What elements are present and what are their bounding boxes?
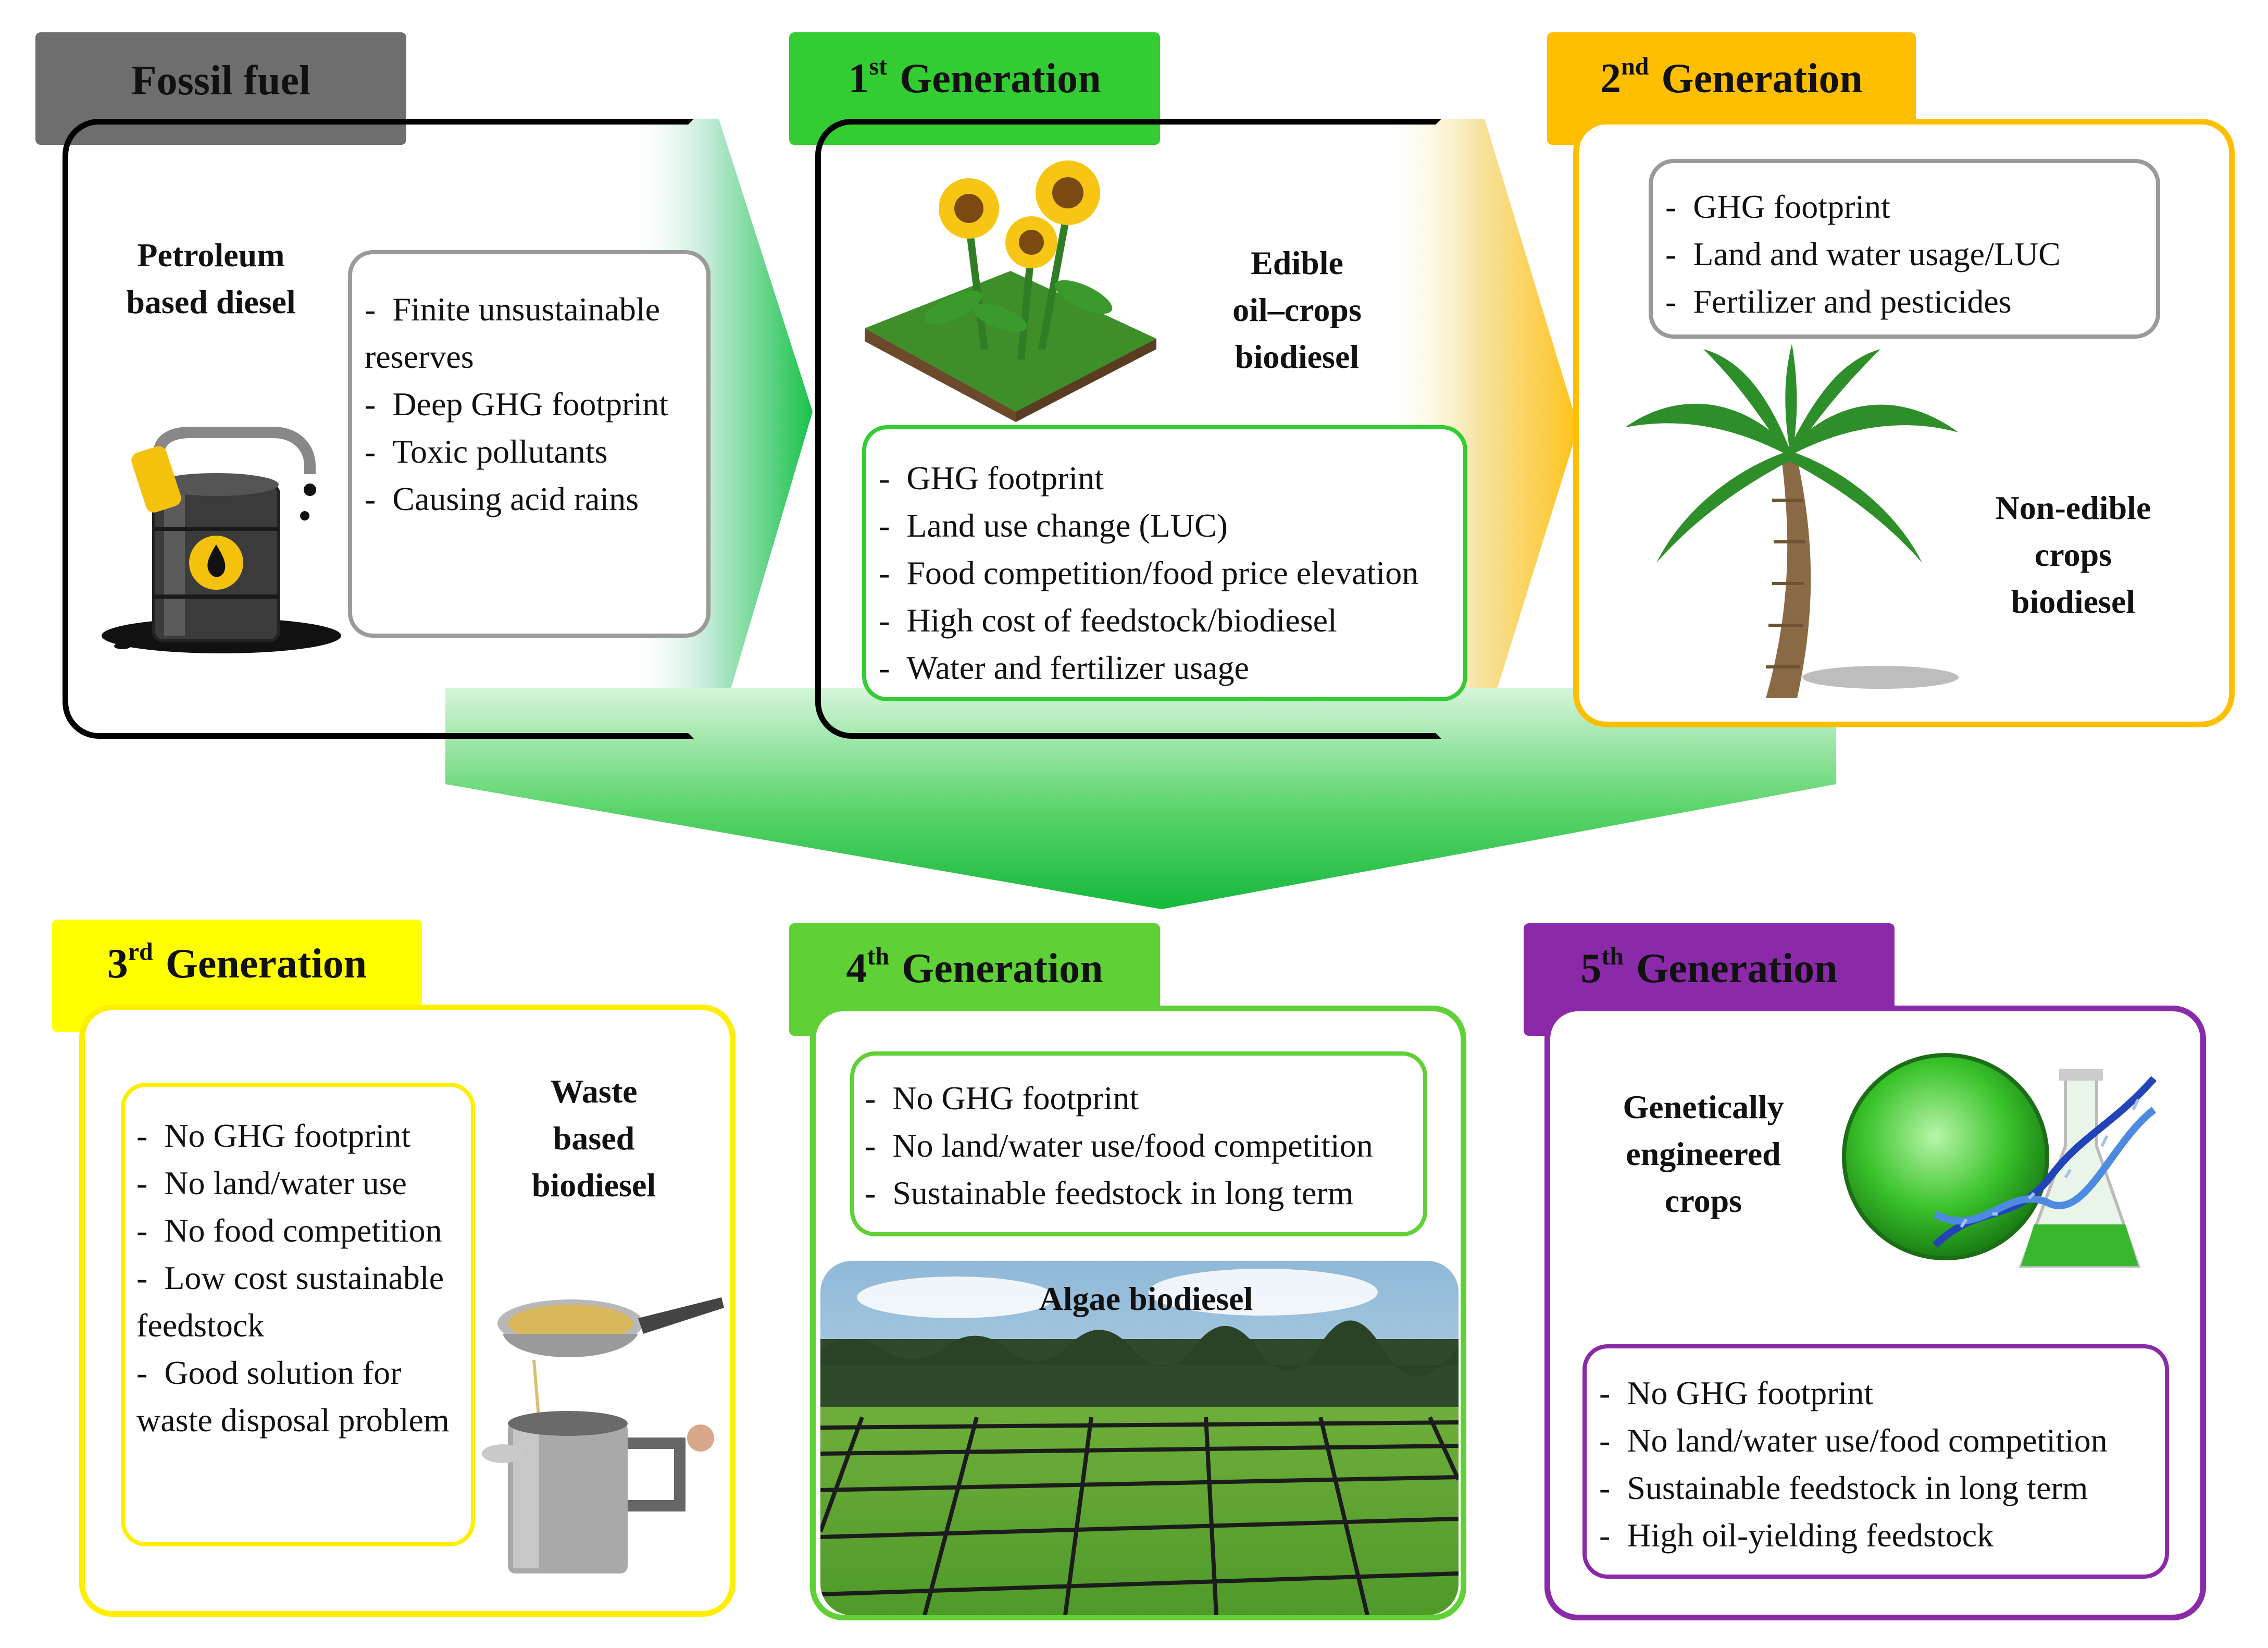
list-item: - Water and fertilizer usage	[879, 649, 1249, 686]
list-item: - Toxic pollutants	[365, 433, 608, 470]
card-fossil-fuel	[63, 119, 694, 739]
dna-flask-icon	[1842, 1053, 2157, 1268]
list-item: - Sustainable feedstock in long term	[865, 1174, 1354, 1211]
oil-barrel-icon	[102, 427, 341, 653]
arrow-down-to-next-generations	[445, 688, 1836, 909]
list-item: - No GHG footprint	[865, 1080, 1139, 1117]
algae-ponds-image	[820, 1261, 1459, 1615]
petroleum-diesel-label: Petroleum based diesel	[126, 237, 296, 320]
palm-tree-icon	[1625, 344, 1959, 698]
list-item: - Causing acid rains	[365, 480, 639, 517]
gen5-benefits-box: - No GHG footprint - No land/water use/f…	[1582, 1344, 2169, 1579]
list-item: - GHG footprint	[1665, 188, 1890, 225]
waste-based-label: Waste based biodiesel	[531, 1073, 656, 1204]
list-item: - Good solution for waste disposal probl…	[136, 1354, 450, 1439]
non-edible-crops-label: Non-edible crops biodiesel	[1995, 489, 2151, 620]
gen1-issues-box: - GHG footprint - Land use change (LUC) …	[862, 425, 1467, 701]
fossil-fuel-title: Fossil fuel	[131, 58, 311, 104]
list-item: - No land/water use/food competition	[865, 1127, 1373, 1164]
list-item: - Finite unsustainable reserves	[365, 291, 661, 375]
gen3-benefits-box: - No GHG footprint - No land/water use -…	[121, 1083, 475, 1546]
list-item: - No food competition	[136, 1212, 442, 1249]
list-item: - Low cost sustainable feedstock	[136, 1259, 444, 1344]
gen4-benefits-box: - No GHG footprint - No land/water use/f…	[850, 1051, 1427, 1236]
edible-oil-crops-label: Edible oil–crops biodiesel	[1232, 244, 1362, 375]
fossil-fuel-issues-box: - Finite unsustainable reserves - Deep G…	[348, 250, 711, 638]
sunflower-icon	[865, 160, 1156, 422]
list-item: - High oil-yielding feedstock	[1599, 1517, 1994, 1554]
list-item: - No land/water use	[136, 1164, 407, 1201]
list-item: - Food competition/food price elevation	[879, 554, 1419, 591]
list-item: - Fertilizer and pesticides	[1665, 283, 2012, 320]
list-item: - Deep GHG footprint	[365, 386, 668, 423]
card-1st-generation	[815, 119, 1441, 739]
list-item: - Land and water usage/LUC	[1665, 236, 2061, 272]
list-item: - GHG footprint	[879, 460, 1104, 497]
gen2-issues-box: - GHG footprint - Land and water usage/L…	[1649, 159, 2160, 339]
list-item: - No GHG footprint	[136, 1117, 411, 1154]
algae-biodiesel-label: Algae biodiesel	[1039, 1280, 1253, 1317]
list-item: - Sustainable feedstock in long term	[1599, 1469, 2088, 1506]
list-item: - High cost of feedstock/biodiesel	[879, 602, 1337, 639]
list-item: - No land/water use/food competition	[1599, 1422, 2108, 1459]
genetically-engineered-crops-label: Genetically engineered crops	[1623, 1088, 1784, 1219]
list-item: - No GHG footprint	[1599, 1374, 1874, 1411]
waste-oil-pot-icon	[482, 1297, 724, 1573]
list-item: - Land use change (LUC)	[879, 507, 1228, 544]
